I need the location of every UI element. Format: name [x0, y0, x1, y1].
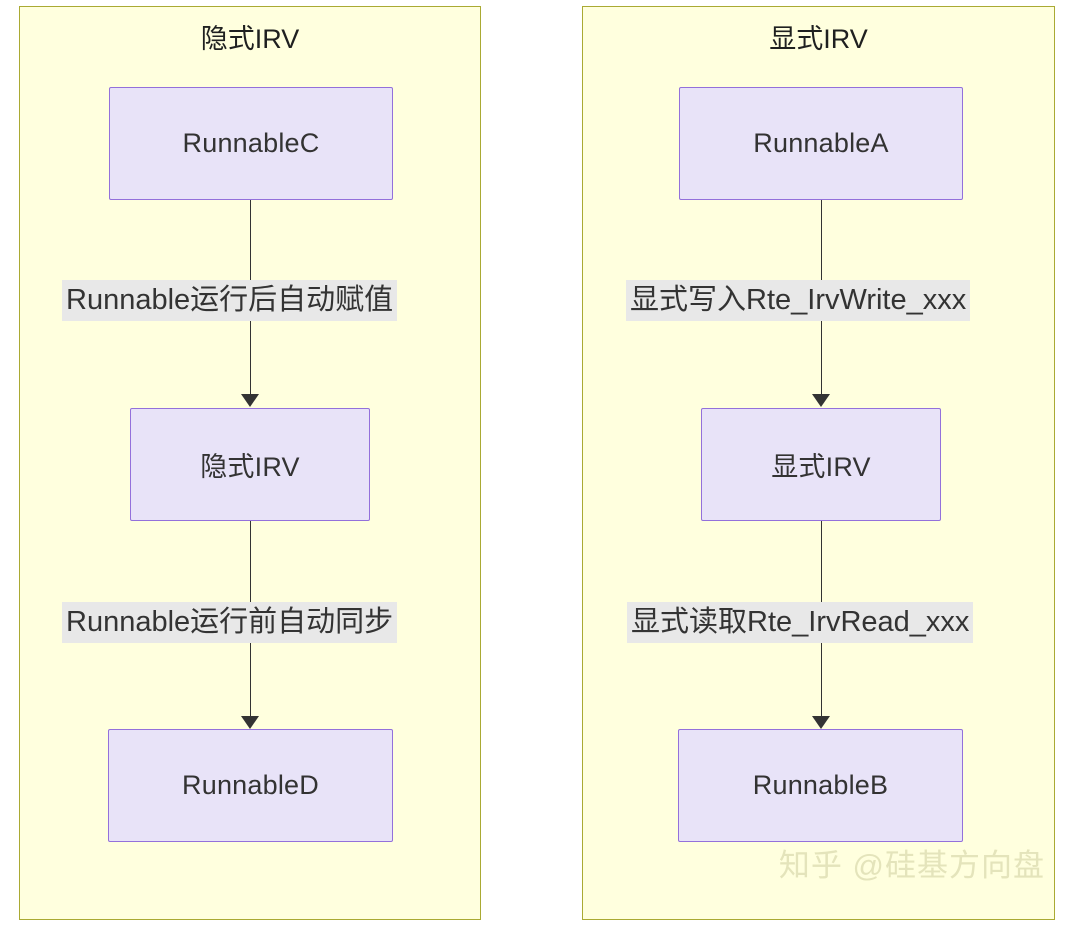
arrow-head-icon	[812, 716, 830, 729]
edge-label-explicit-read: 显式读取Rte_IrvRead_xxx	[627, 602, 974, 644]
edge-label-explicit-write: 显式写入Rte_IrvWrite_xxx	[626, 280, 971, 322]
subgraph-title-explicit: 显式IRV	[769, 24, 868, 54]
node-label: 显式IRV	[771, 452, 871, 482]
arrow-head-icon	[812, 394, 830, 407]
edge-label-auto-assign: Runnable运行后自动赋值	[62, 280, 398, 322]
node-label: RunnableB	[752, 770, 889, 800]
node-label: RunnableC	[182, 128, 320, 158]
arrow-head-icon	[241, 716, 259, 729]
arrow-head-icon	[241, 394, 259, 407]
node-label: 隐式IRV	[200, 452, 300, 482]
node-implicit-irv[interactable]: 隐式IRV	[130, 408, 370, 521]
watermark: 知乎 @硅基方向盘	[778, 848, 1045, 883]
node-label: RunnableA	[753, 128, 889, 158]
node-runnable-b[interactable]: RunnableB	[678, 729, 963, 842]
node-explicit-irv[interactable]: 显式IRV	[701, 408, 941, 521]
edge-label-auto-sync: Runnable运行前自动同步	[62, 602, 398, 644]
node-runnable-d[interactable]: RunnableD	[108, 729, 393, 842]
node-label: RunnableD	[182, 770, 319, 800]
node-runnable-c[interactable]: RunnableC	[109, 87, 393, 200]
node-runnable-a[interactable]: RunnableA	[679, 87, 963, 200]
subgraph-title-implicit: 隐式IRV	[200, 24, 300, 54]
